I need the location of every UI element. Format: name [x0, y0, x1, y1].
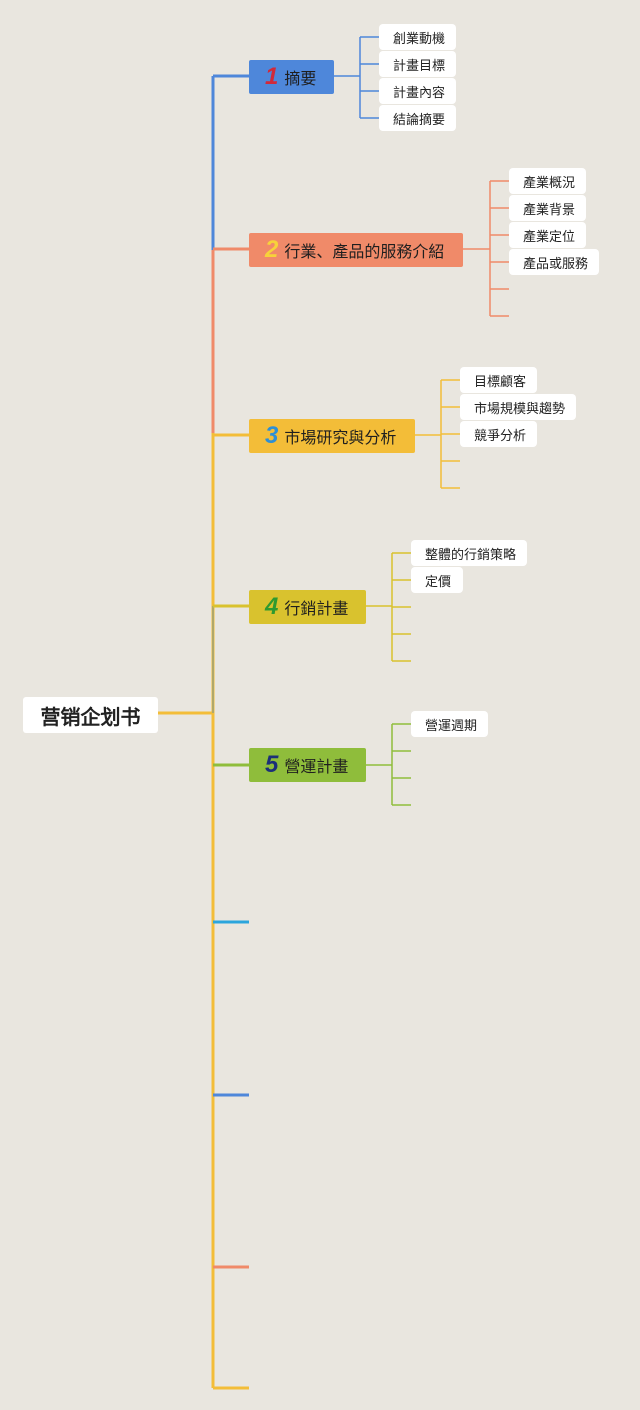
branch-1-node[interactable]: 1 摘要: [249, 60, 334, 94]
root-node[interactable]: 营销企划书: [23, 697, 158, 733]
leaf-node[interactable]: 結論摘要: [379, 105, 456, 131]
branch-5-node[interactable]: 5 營運計畫: [249, 748, 366, 782]
leaf-node[interactable]: 產品或服務: [509, 249, 599, 275]
leaf-label: 產業概況: [523, 174, 576, 190]
branch-4-node[interactable]: 4 行銷計畫: [249, 590, 366, 624]
branch-2-node[interactable]: 2 行業、產品的服務介紹: [249, 233, 463, 267]
leaf-label: 營運週期: [425, 717, 478, 733]
leaf-label: 產業背景: [523, 201, 576, 217]
leaf-label: 整體的行銷策略: [425, 546, 517, 562]
leaf-node[interactable]: 計畫內容: [379, 78, 456, 104]
branch-1-label: 摘要: [284, 71, 317, 88]
leaf-node[interactable]: 競爭分析: [460, 421, 537, 447]
leaf-label: 計畫內容: [393, 84, 446, 100]
leaf-node[interactable]: 計畫目標: [379, 51, 456, 77]
leaf-label: 產品或服務: [523, 255, 589, 271]
leaf-node[interactable]: 市場規模與趨勢: [460, 394, 576, 420]
branch-4-label: 行銷計畫: [284, 601, 349, 618]
leaf-label: 產業定位: [523, 228, 576, 244]
root-label: 营销企划书: [40, 706, 141, 729]
leaf-label: 市場規模與趨勢: [474, 400, 566, 416]
leaf-node[interactable]: 創業動機: [379, 24, 456, 50]
leaf-node[interactable]: 產業定位: [509, 222, 586, 248]
leaf-node[interactable]: 定價: [411, 567, 463, 593]
leaf-label: 競爭分析: [474, 427, 527, 443]
branch-2-label: 行業、產品的服務介紹: [284, 244, 445, 261]
branch-5-number: 5: [265, 751, 279, 778]
leaf-node[interactable]: 整體的行銷策略: [411, 540, 527, 566]
leaf-label: 計畫目標: [393, 57, 446, 73]
leaf-label: 定價: [425, 573, 452, 589]
leaf-node[interactable]: 產業背景: [509, 195, 586, 221]
branch-4-number: 4: [265, 593, 279, 620]
leaf-node[interactable]: 產業概況: [509, 168, 586, 194]
branch-1-number: 1: [265, 63, 279, 90]
branch-5-label: 營運計畫: [284, 759, 349, 776]
leaf-label: 創業動機: [393, 30, 446, 46]
leaf-label: 目標顧客: [474, 373, 527, 389]
leaf-node[interactable]: 目標顧客: [460, 367, 537, 393]
branch-3-number: 3: [265, 422, 279, 449]
leaf-node[interactable]: 營運週期: [411, 711, 488, 737]
branch-3-node[interactable]: 3 市場研究與分析: [249, 419, 415, 453]
branch-2-number: 2: [265, 236, 279, 263]
branch-3-label: 市場研究與分析: [284, 430, 397, 447]
leaf-label: 結論摘要: [393, 111, 446, 127]
